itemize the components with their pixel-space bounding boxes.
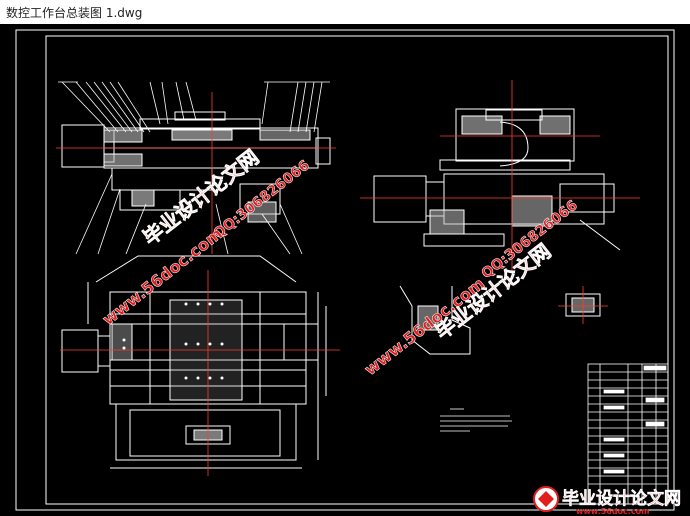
- detail-view-bearing: [558, 286, 608, 324]
- drawing-border-inner: [45, 35, 669, 505]
- svg-text:www.56doc.com: www.56doc.com: [361, 274, 488, 379]
- title-block: [587, 363, 669, 505]
- detail-view-bracket: [399, 285, 471, 355]
- footer-site: www.56doc.com: [576, 507, 649, 516]
- drawing-canvas[interactable]: 毕业设计论文网 QQ:306826066 www.56doc.com QQ:30…: [0, 24, 690, 516]
- footer-logo: 毕业设计论文网 www.56doc.com: [533, 486, 681, 516]
- window-title: 数控工作台总装图 1.dwg: [6, 6, 143, 20]
- center-lines-top-right: [360, 80, 640, 274]
- plan-view-bolts: [122, 302, 224, 380]
- section-view-top-right: [373, 108, 621, 251]
- svg-text:毕业设计论文网: 毕业设计论文网: [430, 239, 555, 344]
- technical-notes: [440, 408, 512, 432]
- center-lines-top-left: [56, 92, 336, 254]
- watermark-brand-2: 毕业设计论文网: [430, 239, 556, 345]
- logo-icon: [533, 486, 559, 512]
- footer-brand: 毕业设计论文网: [562, 488, 681, 509]
- center-lines-plan-view: [60, 270, 340, 476]
- watermark-site-2: www.56doc.com: [361, 274, 489, 380]
- drawing-border-outer: [15, 29, 675, 511]
- plan-view-bottom-left: [61, 255, 327, 469]
- title-bar: 数控工作台总装图 1.dwg: [0, 0, 690, 25]
